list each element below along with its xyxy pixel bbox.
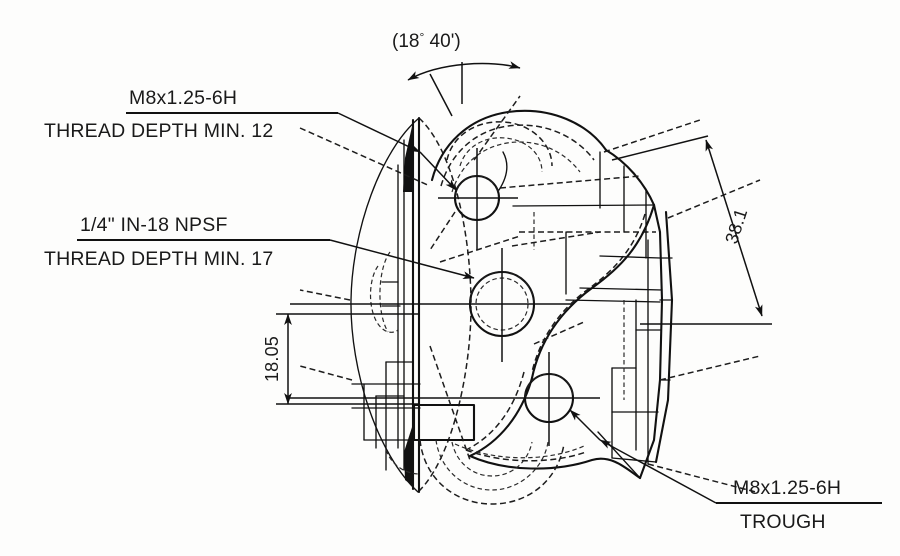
- left-hidden-bore: [369, 251, 401, 333]
- hole-lower-m8: [500, 352, 600, 446]
- underside-hidden-arcs: [419, 439, 565, 505]
- note-lower-trough: M8x1.25-6H TROUGH: [569, 409, 882, 533]
- left-flange-outline: [350, 116, 472, 494]
- central-sweep: [530, 203, 663, 380]
- lower-body-outline: [454, 371, 657, 480]
- note-upper-line2: THREAD DEPTH MIN. 12: [44, 120, 273, 142]
- right-wing-outline: [499, 148, 656, 295]
- dimension-38-1: 38.1: [611, 135, 772, 325]
- dimension-18-05: 18.05: [262, 313, 420, 405]
- note-middle-line2: THREAD DEPTH MIN. 17: [44, 248, 273, 270]
- note-lower-line1: M8x1.25-6H: [733, 477, 841, 499]
- left-interior-details: [351, 361, 476, 475]
- hole-center-npsf: [436, 248, 570, 362]
- dimension-18-05-text: 18.05: [262, 336, 282, 382]
- projection-lines: [299, 95, 761, 493]
- global-centerlines: [290, 303, 500, 399]
- angle-dimension-text: (18° 40'): [392, 30, 461, 52]
- upper-hidden-arcs: [446, 121, 553, 173]
- dimension-38-1-text: 38.1: [721, 206, 751, 246]
- note-lower-line2: TROUGH: [740, 511, 826, 533]
- hole-upper-m8: [438, 148, 518, 250]
- angle-dimension: (18° 40'): [392, 30, 521, 117]
- note-upper-line1: M8x1.25-6H: [129, 87, 237, 109]
- note-middle-line1: 1/4" IN-18 NPSF: [80, 214, 228, 236]
- note-upper-m8: M8x1.25-6H THREAD DEPTH MIN. 12: [44, 87, 457, 191]
- right-wall-outline: [611, 203, 674, 480]
- part-geometry: [290, 95, 761, 505]
- note-middle-npsf: 1/4" IN-18 NPSF THREAD DEPTH MIN. 17: [44, 214, 475, 279]
- upper-body-outline: [430, 109, 608, 193]
